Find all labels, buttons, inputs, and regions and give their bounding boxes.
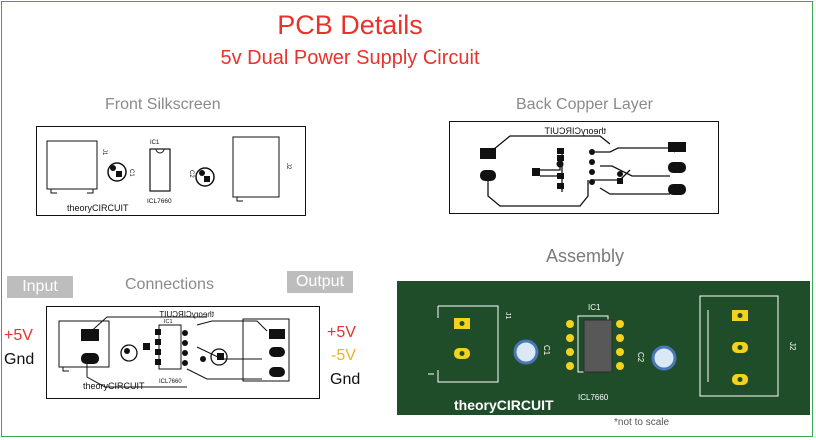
conn-ic1-label: IC1 xyxy=(164,319,173,325)
ic1-outline xyxy=(149,148,171,192)
output-tag: Output xyxy=(287,271,353,293)
assembly-ic-chip xyxy=(583,319,613,373)
assembly-c2-capacitor xyxy=(651,345,677,371)
j2-outline xyxy=(232,136,280,198)
assembly-ic-part-label: ICL7660 xyxy=(578,393,609,402)
back-copper-heading: Back Copper Layer xyxy=(516,96,653,113)
assembly-c2-label: C2 xyxy=(636,352,645,363)
output-plus5-label: +5V xyxy=(327,324,356,341)
back-brand-label: theoryCIRCUIT xyxy=(544,126,606,136)
back-pad-j2-2 xyxy=(668,162,686,173)
front-silkscreen-board: J1 C1 IC1 ICL7660 C2 J2 theoryCIRCUIT xyxy=(36,126,306,216)
j2-label: J2 xyxy=(285,163,291,170)
front-brand-label: theoryCIRCUIT xyxy=(67,203,129,213)
assembly-heading: Assembly xyxy=(546,246,625,266)
ic-part-label: ICL7660 xyxy=(147,198,172,205)
assembly-brand-label: theoryCIRCUIT xyxy=(454,397,554,413)
back-pad-square xyxy=(480,148,496,159)
front-silkscreen-heading: Front Silkscreen xyxy=(105,96,221,113)
assembly-c1-label: C1 xyxy=(542,345,551,356)
conn-brand-label: theoryCIRCUIT xyxy=(83,381,145,391)
j1-label: J1 xyxy=(101,149,107,156)
back-pad-small xyxy=(532,168,540,176)
output-minus5-label: -5V xyxy=(331,347,356,364)
conn-ic-part-label: ICL7660 xyxy=(159,379,182,385)
assembly-j2-label: J2 xyxy=(788,342,797,351)
input-plus5-label: +5V xyxy=(4,327,33,344)
back-pad-round xyxy=(480,170,496,181)
assembly-ic1-label: IC1 xyxy=(588,303,601,312)
not-to-scale-note: *not to scale xyxy=(614,417,670,428)
conn-brand-mirrored-label: theoryCIRCUIT xyxy=(159,310,214,319)
j1-outline xyxy=(46,140,98,190)
connections-heading: Connections xyxy=(125,276,214,293)
output-gnd-label: Gnd xyxy=(330,371,361,388)
input-tag: Input xyxy=(7,276,73,298)
page-title: PCB Details xyxy=(277,10,423,40)
c1-label: C1 xyxy=(128,169,134,177)
ic1-label: IC1 xyxy=(150,140,160,146)
back-copper-board: theoryCIRCUIT xyxy=(449,121,719,214)
page-subtitle: 5v Dual Power Supply Circuit xyxy=(220,47,480,69)
assembly-c1-capacitor xyxy=(513,339,539,365)
c2-label: C2 xyxy=(188,170,194,178)
input-gnd-label: Gnd xyxy=(4,351,35,368)
back-pad-j2-3 xyxy=(668,184,686,195)
back-pad-j2-1 xyxy=(668,142,686,152)
assembly-j1-label: J1 xyxy=(504,312,511,320)
assembly-board: J1 C1 IC1 ICL7660 C2 J2 theoryCIRCUIT xyxy=(397,281,810,415)
connections-board: IC1 ICL7660 theoryCIRCUIT theoryCIRCUIT xyxy=(46,306,320,399)
